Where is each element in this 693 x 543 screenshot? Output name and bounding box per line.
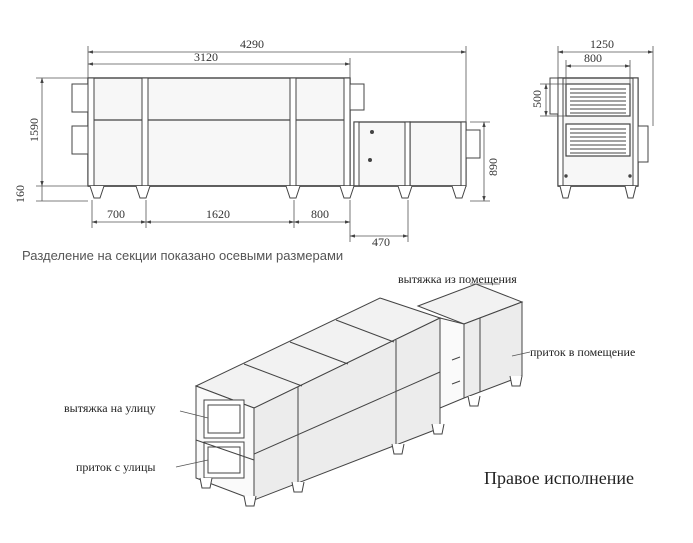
dim-section-700: 700 [107, 207, 125, 221]
dim-overall-length: 4290 [240, 37, 264, 51]
side-elevation-view [71, 77, 481, 199]
label-supply-from-street: приток с улицы [76, 460, 156, 474]
dim-section-1620: 1620 [206, 207, 230, 221]
label-supply-to-room: приток в помещение [530, 345, 636, 359]
left-duct-top [71, 83, 89, 113]
main-section-body [87, 77, 351, 187]
dim-left-height: 1590 [27, 118, 41, 142]
dim-grille-height: 500 [530, 90, 544, 108]
isometric-view [194, 283, 524, 507]
dim-right-width: 1250 [590, 37, 614, 51]
dim-section-470: 470 [372, 235, 390, 249]
dim-right-height: 890 [486, 158, 500, 176]
lower-section-2 [409, 121, 467, 187]
label-execution: Правое исполнение [484, 468, 634, 488]
section-caption: Разделение на секции показано осевыми ра… [22, 248, 344, 263]
dim-right-inner-width: 800 [584, 51, 602, 65]
lower-grille [565, 123, 631, 157]
upper-grille [565, 83, 631, 117]
left-duct-bottom [71, 125, 89, 155]
end-view [549, 77, 649, 199]
dim-feet-height: 160 [13, 185, 27, 203]
lower-section-1 [353, 121, 411, 187]
label-exhaust-from-room: вытяжка из помещения [398, 272, 517, 286]
label-exhaust-outside: вытяжка на улицу [64, 401, 156, 415]
dim-main-length: 3120 [194, 50, 218, 64]
dim-section-800: 800 [311, 207, 329, 221]
